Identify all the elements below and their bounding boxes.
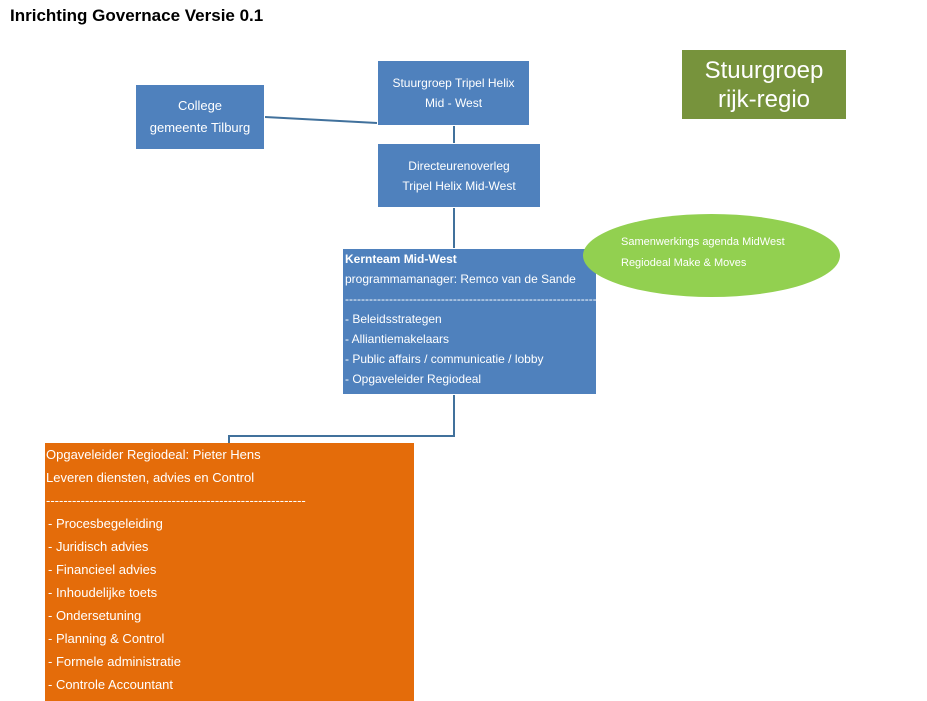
stuurgroep-tripel-helix-box: Stuurgroep Tripel Helix Mid - West (377, 60, 530, 126)
opgaveleider-item: - Juridisch advies (48, 539, 149, 554)
directeurenoverleg-box: Directeurenoverleg Tripel Helix Mid-West (377, 143, 541, 208)
kernteam-item: - Public affairs / communicatie / lobby (345, 352, 544, 366)
opgaveleider-item: - Inhoudelijke toets (48, 585, 158, 600)
opgaveleider-item: - Planning & Control (48, 631, 165, 646)
kernteam-heading: Kernteam Mid-West (345, 252, 457, 266)
college-label-line1: College (177, 98, 223, 113)
stuurgroep-tripel-label-line2: Mid - West (424, 96, 483, 110)
agenda-label-line1: Samenwerkings agenda MidWest (621, 236, 785, 248)
kernteam-item: - Opgaveleider Regiodeal (345, 372, 482, 386)
opgaveleider-item: - Ondersetuning (48, 608, 142, 623)
kernteam-item: - Beleidsstrategen (345, 312, 442, 326)
kernteam-box: Kernteam Mid-West programmamanager: Remc… (342, 248, 629, 395)
opgaveleider-item: - Procesbegeleiding (48, 516, 163, 531)
connector-college-stuurgroep (264, 116, 378, 124)
opgaveleider-box: Opgaveleider Regiodeal: Pieter Hens Leve… (45, 443, 414, 701)
stuurgroep-rijk-regio-box: Stuurgroep rijk-regio (682, 50, 846, 119)
samenwerkings-agenda-ellipse: Samenwerkings agenda MidWest Regiodeal M… (583, 214, 840, 297)
opgaveleider-divider: ----------------------------------------… (46, 493, 306, 508)
college-label-line2: gemeente Tilburg (149, 120, 251, 135)
kernteam-item: - Alliantiemakelaars (345, 332, 450, 346)
agenda-label-line2: Regiodeal Make & Moves (621, 257, 747, 269)
opgaveleider-item: - Formele administratie (48, 654, 181, 669)
directeuren-label-line2: Tripel Helix Mid-West (402, 178, 516, 193)
opgaveleider-item: - Financieel advies (48, 562, 157, 577)
opgaveleider-heading: Opgaveleider Regiodeal: Pieter Hens (46, 447, 261, 462)
college-box: College gemeente Tilburg (135, 84, 265, 150)
stuurgroep-rijk-label-line2: rijk-regio (717, 85, 810, 113)
connector-kernteam-opgaveleider (228, 395, 455, 443)
stuurgroep-tripel-label-line1: Stuurgroep Tripel Helix (392, 76, 515, 90)
kernteam-divider: ----------------------------------------… (345, 292, 629, 306)
opgaveleider-item: - Controle Accountant (48, 677, 174, 692)
directeuren-label-line1: Directeurenoverleg (408, 158, 510, 173)
opgaveleider-subheading: Leveren diensten, advies en Control (46, 470, 255, 485)
stuurgroep-rijk-label-line1: Stuurgroep (704, 56, 824, 84)
kernteam-manager: programmamanager: Remco van de Sande (345, 272, 576, 286)
page-title: Inrichting Governace Versie 0.1 (10, 6, 264, 25)
